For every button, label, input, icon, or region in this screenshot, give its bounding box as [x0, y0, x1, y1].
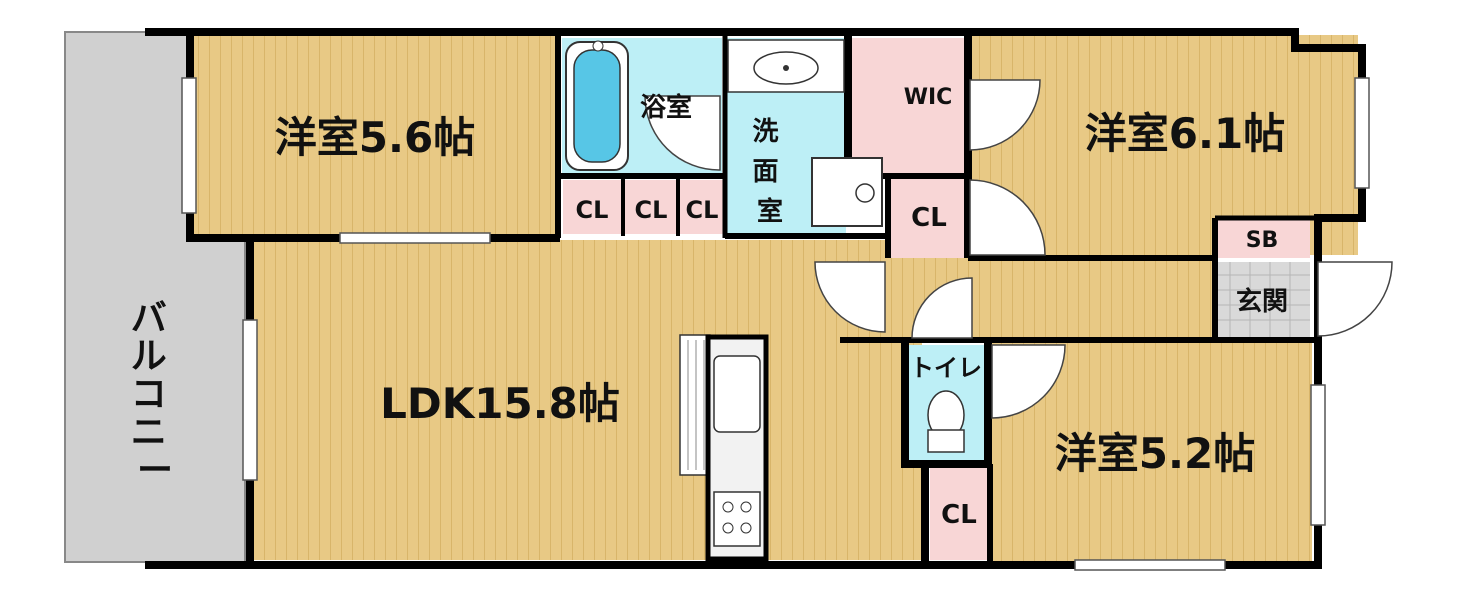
label-entrance: 玄関: [1236, 286, 1288, 317]
room-ldk: [250, 240, 922, 560]
closet-2: [625, 180, 677, 234]
bathtub: [565, 40, 629, 171]
label-closet-south: CL: [941, 500, 977, 530]
toilet-fixture: [927, 390, 965, 453]
balcony-label: バ ル コ ニ ー: [131, 298, 180, 491]
label-south-bedroom: 洋室5.2帖: [1055, 429, 1255, 478]
label-washroom: 洗 面 室: [752, 117, 787, 227]
closet-1: [563, 180, 621, 234]
windows: [181, 77, 1370, 571]
label-closet-1: CL: [576, 196, 609, 224]
label-shoe-box: SB: [1246, 228, 1279, 253]
label-east-bedroom: 洋室6.1帖: [1085, 109, 1285, 158]
room-wic: [850, 38, 968, 176]
entrance-tiles: [1215, 262, 1310, 338]
closet-3: [680, 180, 724, 234]
label-ldk: LDK15.8帖: [380, 379, 620, 428]
kitchen-counter: [679, 334, 769, 562]
label-closet-hall: CL: [911, 203, 947, 233]
closet-south: [930, 468, 988, 560]
door-swings: [644, 79, 1393, 419]
shoe-box: [1215, 218, 1310, 258]
label-bath: 浴室: [640, 92, 692, 123]
washing-machine: [811, 157, 883, 227]
label-west-bedroom: 洋室5.6帖: [275, 113, 475, 162]
wash-basin: [727, 39, 845, 93]
label-toilet: トイレ: [910, 354, 982, 382]
label-closet-3: CL: [686, 196, 719, 224]
closet-hall: [890, 178, 968, 258]
room-west-bedroom: [190, 35, 555, 235]
label-wic: WIC: [904, 85, 953, 110]
label-closet-2: CL: [635, 196, 668, 224]
